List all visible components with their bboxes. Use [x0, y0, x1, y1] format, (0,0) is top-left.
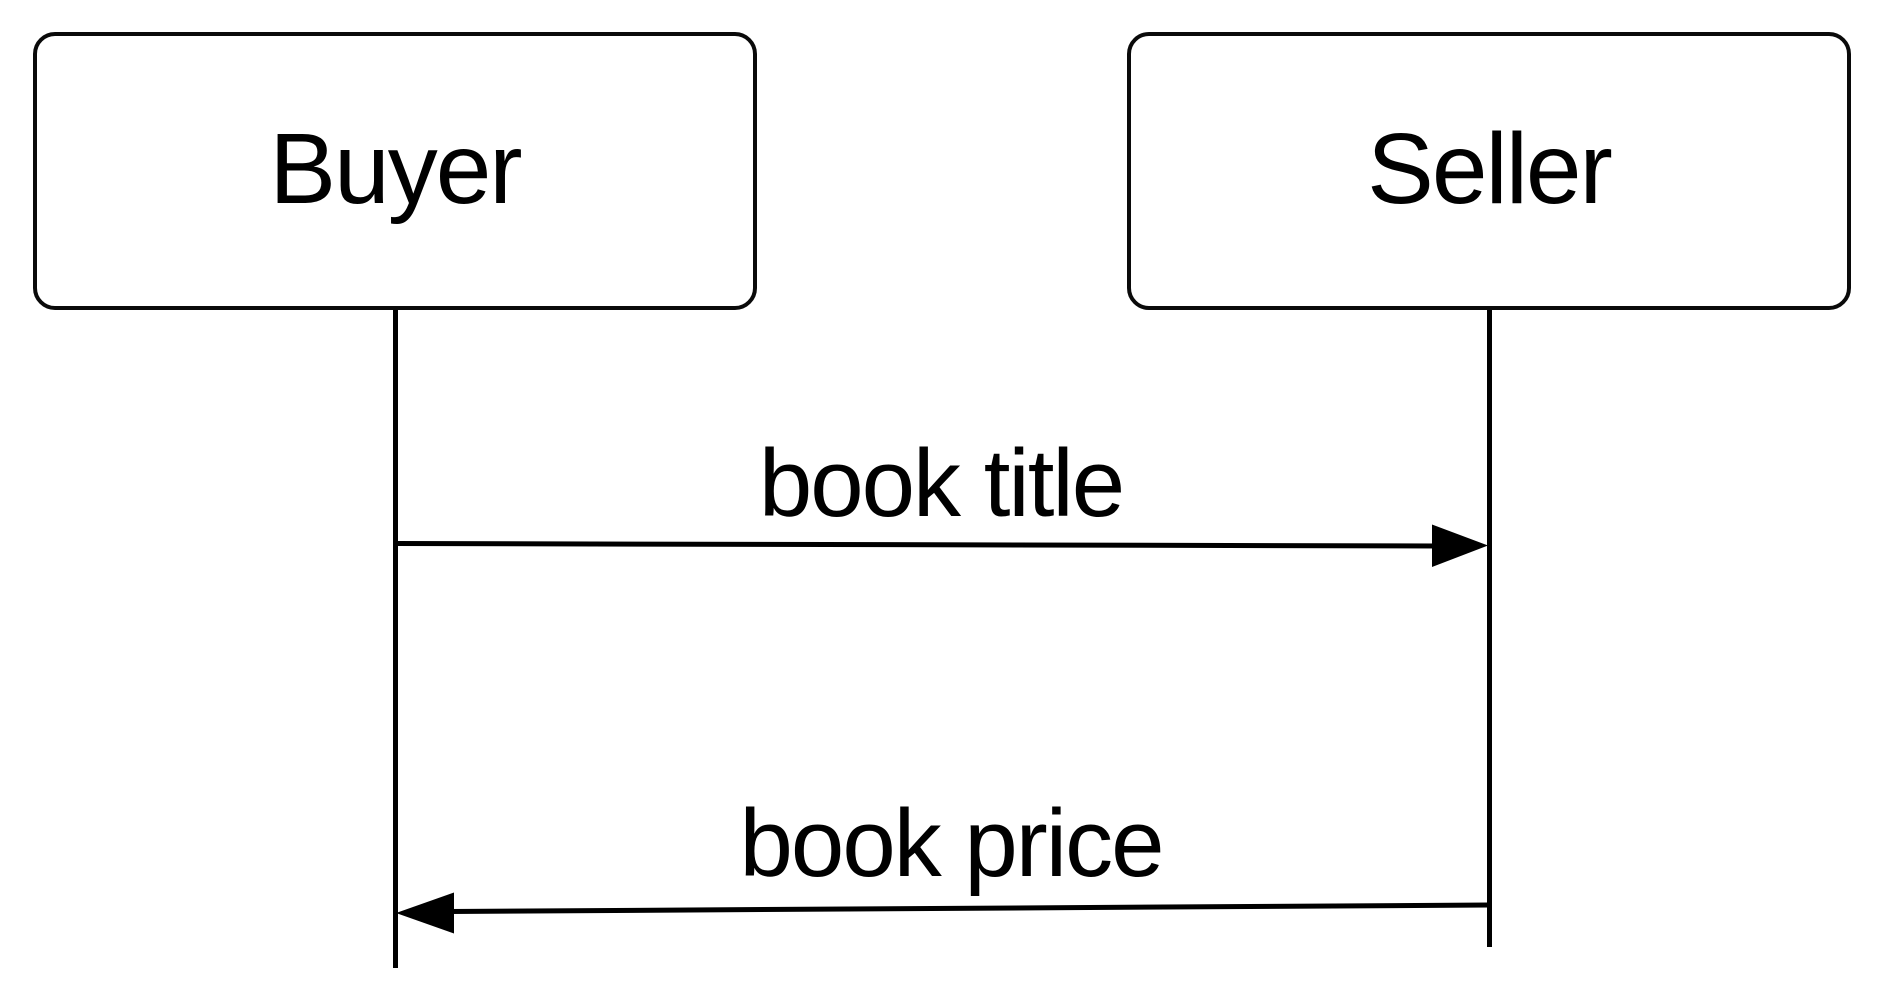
message-line-book-title — [396, 541, 1439, 549]
message-line-book-price — [449, 902, 1490, 914]
participant-box-seller: Seller — [1127, 32, 1851, 310]
participant-label-buyer: Buyer — [269, 113, 522, 225]
arrowhead-right-icon — [1432, 524, 1488, 567]
message-label-book-title: book title — [758, 430, 1125, 537]
participant-box-buyer: Buyer — [33, 32, 757, 310]
participant-label-seller: Seller — [1367, 113, 1613, 225]
message-label-book-price: book price — [739, 790, 1165, 897]
arrowhead-left-icon — [396, 892, 454, 934]
